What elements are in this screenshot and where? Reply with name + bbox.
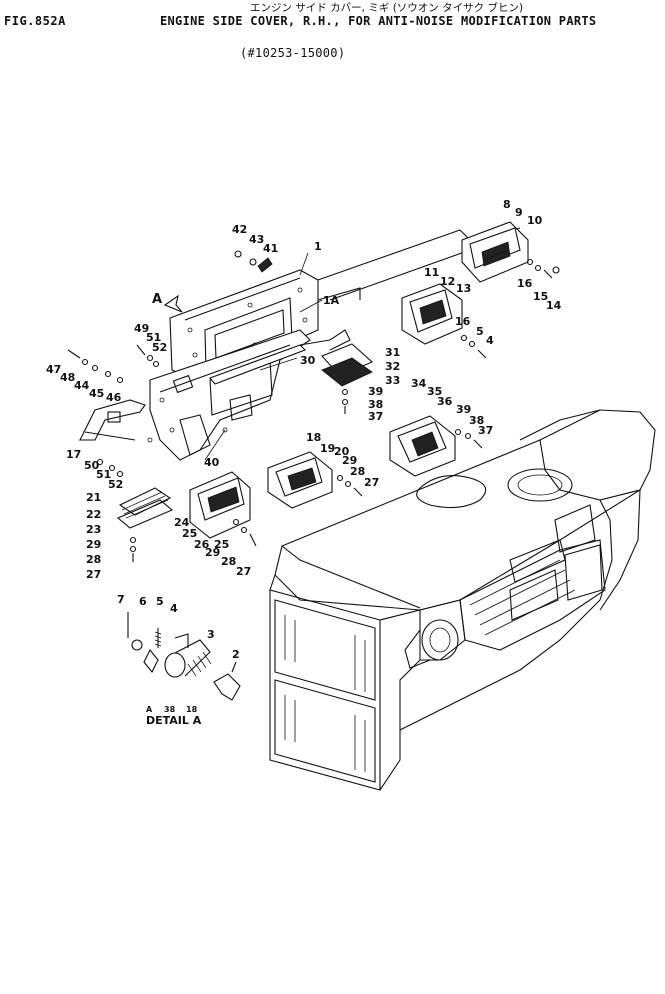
callout-7: 7 xyxy=(117,593,125,606)
view-arrow-label: A xyxy=(152,292,162,307)
callout-11: 11 xyxy=(424,266,439,279)
callout-22: 22 xyxy=(86,508,101,521)
callout-50: 50 xyxy=(84,459,100,472)
callout-46: 46 xyxy=(106,391,122,404)
callout-48: 48 xyxy=(60,371,75,384)
callout-20: 20 xyxy=(334,445,350,458)
callout-31: 31 xyxy=(385,346,400,359)
callout-29: 29 xyxy=(342,454,357,467)
callout-4: 4 xyxy=(486,334,494,347)
callout-26: 26 xyxy=(194,538,210,551)
callout-28-c: 28 xyxy=(221,555,236,568)
callout-49: 49 xyxy=(134,322,149,335)
callout-16-b: 16 xyxy=(455,315,471,328)
callout-5: 5 xyxy=(476,325,484,338)
callout-34: 34 xyxy=(411,377,427,390)
detail-a-caption: DETAIL A xyxy=(146,714,202,727)
callout-15: 15 xyxy=(533,290,548,303)
detail-marker-a: A xyxy=(146,705,153,714)
callout-36: 36 xyxy=(437,395,453,408)
serial-range: (#10253-15000) xyxy=(240,46,346,60)
callout-10: 10 xyxy=(527,214,543,227)
callout-30: 30 xyxy=(300,354,316,367)
callout-2: 2 xyxy=(232,648,240,661)
callout-40: 40 xyxy=(204,456,220,469)
callout-16: 16 xyxy=(517,277,533,290)
detail-marker-b: 18 xyxy=(186,705,198,714)
callout-43: 43 xyxy=(249,233,264,246)
callout-37: 37 xyxy=(368,410,383,423)
callout-51-b: 51 xyxy=(96,468,111,481)
callout-17: 17 xyxy=(66,448,81,461)
callout-37-b: 37 xyxy=(478,424,493,437)
callout-44: 44 xyxy=(74,379,90,392)
callout-6: 6 xyxy=(139,595,147,608)
callout-27: 27 xyxy=(364,476,379,489)
callout-19: 19 xyxy=(320,442,335,455)
callout-45: 45 xyxy=(89,387,104,400)
callout-27-c: 27 xyxy=(236,565,251,578)
detail-marker-mid: 38 xyxy=(164,705,176,714)
callout-24: 24 xyxy=(174,516,190,529)
side-cover-panel xyxy=(79,227,521,461)
japanese-title: エンジン サイド カバー, ミギ (ソウオン タイサク ブヒン) xyxy=(250,2,524,14)
callout-1a: 1A xyxy=(323,294,340,307)
callout-32: 32 xyxy=(385,360,400,373)
callout-28: 28 xyxy=(350,465,365,478)
callout-3: 3 xyxy=(207,628,215,641)
callout-23: 23 xyxy=(86,523,101,536)
callout-28-b: 28 xyxy=(86,553,101,566)
detail-a-drawing xyxy=(127,612,241,701)
callout-25-b: 25 xyxy=(214,538,229,551)
callout-12: 12 xyxy=(440,275,455,288)
callout-1: 1 xyxy=(314,240,322,253)
fasteners xyxy=(67,250,560,562)
callout-51: 51 xyxy=(146,331,161,344)
callout-52: 52 xyxy=(152,341,167,354)
callout-39: 39 xyxy=(368,385,383,398)
callout-52-b: 52 xyxy=(108,478,123,491)
callout-27-b: 27 xyxy=(86,568,101,581)
page-title: ENGINE SIDE COVER, R.H., FOR ANTI-NOISE … xyxy=(160,14,597,28)
callout-33: 33 xyxy=(385,374,400,387)
callout-38: 38 xyxy=(368,398,383,411)
callout-13: 13 xyxy=(456,282,471,295)
callout-39-b: 39 xyxy=(456,403,471,416)
callout-47: 47 xyxy=(46,363,61,376)
callout-9: 9 xyxy=(515,206,523,219)
callout-5-b: 5 xyxy=(156,595,164,608)
leader-lines xyxy=(204,252,323,461)
machine-body-drawing xyxy=(269,409,656,791)
callout-4-b: 4 xyxy=(170,602,178,615)
figure-number: FIG.852A xyxy=(4,14,66,28)
callout-labels: 1 1A 42 43 41 8 9 10 16 15 14 11 12 13 1… xyxy=(46,198,562,727)
callout-14: 14 xyxy=(546,299,562,312)
callout-42: 42 xyxy=(232,223,247,236)
callout-21: 21 xyxy=(86,491,101,504)
callout-29-c: 29 xyxy=(205,546,220,559)
callout-41: 41 xyxy=(263,242,278,255)
callout-18: 18 xyxy=(306,431,321,444)
callout-35: 35 xyxy=(427,385,442,398)
callout-38-b: 38 xyxy=(469,414,484,427)
callout-29-b: 29 xyxy=(86,538,101,551)
callout-25: 25 xyxy=(182,527,197,540)
silencer-pads xyxy=(116,221,529,539)
callout-8: 8 xyxy=(503,198,511,211)
